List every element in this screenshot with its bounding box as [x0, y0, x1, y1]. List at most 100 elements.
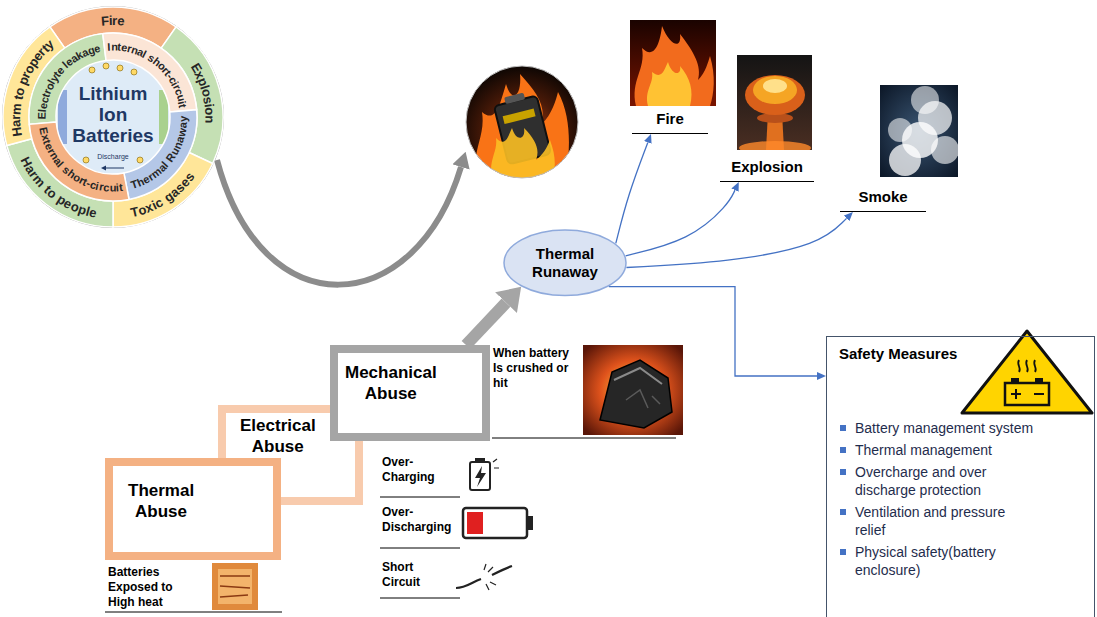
discharged-battery-icon [463, 508, 533, 538]
ring-segment: Harm to property [2, 6, 224, 228]
abuse-example: Over- Charging [382, 455, 442, 485]
abuse-box: Mechanical Abuse [330, 345, 490, 441]
ring-label: Fi r e [2, 6, 224, 228]
label-underline [380, 497, 460, 498]
ion-dot [117, 65, 123, 71]
ring-band-fill [29, 34, 106, 125]
ion-dot [131, 69, 137, 75]
picture-rim [466, 66, 578, 178]
crushed-battery-picture [583, 345, 683, 435]
battery-face [218, 569, 252, 604]
ring-label: Explosion [2, 6, 224, 228]
ring-band-fill [124, 110, 197, 200]
cloud-cap [745, 75, 805, 115]
ring-letter: e [117, 14, 125, 28]
ion-dot [137, 157, 143, 163]
wire [492, 566, 512, 575]
flame [647, 62, 691, 106]
ring-segment: External short-circuit [2, 6, 224, 228]
ring-band-fill [103, 33, 197, 112]
short-circuit-icon [456, 564, 512, 590]
abuse-label: Thermal Abuse [128, 480, 194, 522]
abuse-example: When battery Is crushed or hit [493, 346, 579, 391]
crushed-battery [600, 360, 672, 428]
abuse-example: Over- Discharging [382, 505, 460, 535]
ring-letter: E [37, 111, 48, 119]
ring-letter: H [10, 126, 24, 137]
ring-letter: e [89, 205, 99, 219]
warning-triangle [962, 331, 1092, 413]
measure-item: Overcharge and over discharge protection [839, 463, 1037, 499]
picture-ground [466, 66, 578, 178]
polarity-mark [1011, 389, 1044, 399]
abuse-box: Thermal Abuse [105, 458, 281, 560]
battery-terminal [475, 458, 485, 462]
flow-arrow [609, 287, 817, 376]
ring-letter: a [177, 121, 189, 128]
runaway-ellipse: Thermal Runaway [503, 229, 627, 297]
lightning-bolt [475, 466, 486, 487]
smoke-puff [931, 136, 958, 164]
ring-band-fill [29, 122, 129, 201]
ring-letter: n [203, 115, 216, 123]
ring-letter: I [108, 41, 112, 52]
warning-sign [962, 331, 1092, 413]
flow-arrow [616, 142, 648, 243]
spark-mark [484, 564, 496, 590]
flow-arrow-line [105, 168, 124, 169]
ring-letter: r [9, 114, 22, 119]
ring-letter: i [109, 13, 113, 26]
ring-segment: Toxic gases [2, 6, 224, 228]
outcome-label: Smoke [858, 188, 907, 206]
ring-segment: Harm to people [2, 6, 224, 228]
ring-letter: F [101, 14, 110, 28]
smoke-puff [888, 118, 912, 142]
ion-flow-label: Discharge [96, 153, 130, 161]
ring-label: Harm to people [2, 6, 224, 228]
picture-ground [583, 345, 683, 435]
ring-label: Toxic gases [2, 6, 224, 228]
ring-letter: u [109, 182, 116, 193]
ring-segment: Fi r e [2, 6, 224, 228]
smoke-puff [911, 86, 939, 114]
runaway-label: Thermal Runaway [532, 245, 598, 281]
battery-stripe [503, 109, 536, 125]
safety-panel: Safety MeasuresBattery management system… [826, 336, 1095, 617]
ring-label: Thermal Runaway [2, 6, 224, 228]
explosion-picture [737, 55, 812, 150]
overcharge-icon [470, 458, 499, 490]
cloud-cap [763, 79, 787, 93]
outcome-caption: Smoke [840, 184, 926, 212]
ring-label: External short-circuit [2, 6, 224, 228]
flow-arrow [626, 218, 846, 267]
ring-letter: n [111, 41, 118, 52]
spark-mark [493, 459, 499, 468]
battery-terminal [527, 516, 533, 530]
ion-dot [89, 67, 95, 73]
ring-letter: y [178, 115, 189, 121]
ring-letter: o [203, 106, 216, 115]
ring-label: Electrolyte leakage [2, 6, 224, 228]
circle-rim [3, 7, 224, 228]
ring-segment: Internal short-circuit [2, 6, 224, 228]
measure-item: Physical safety(battery enclosure) [839, 543, 1037, 579]
heat-streak [220, 576, 250, 597]
picture-ground [630, 20, 716, 106]
label-underline [380, 598, 460, 599]
ground-fire [739, 141, 811, 150]
battery-crack [626, 390, 660, 408]
battery-title: Lithium Ion Batteries [72, 83, 153, 146]
outcome-label: Fire [656, 110, 684, 128]
ring-letter: t [119, 181, 124, 192]
measure-item: Battery management system [839, 419, 1037, 437]
picture-ground [880, 85, 958, 177]
picture-ground [737, 55, 812, 150]
ellipse-fill [504, 230, 626, 296]
underline-set [105, 438, 676, 612]
label-underline [105, 612, 282, 613]
outcome-caption: Explosion [720, 154, 814, 182]
panel-heading: Safety Measures [839, 345, 957, 363]
ring-label: Internal short-circuit [2, 6, 224, 228]
ring-segment: Explosion [2, 6, 224, 228]
